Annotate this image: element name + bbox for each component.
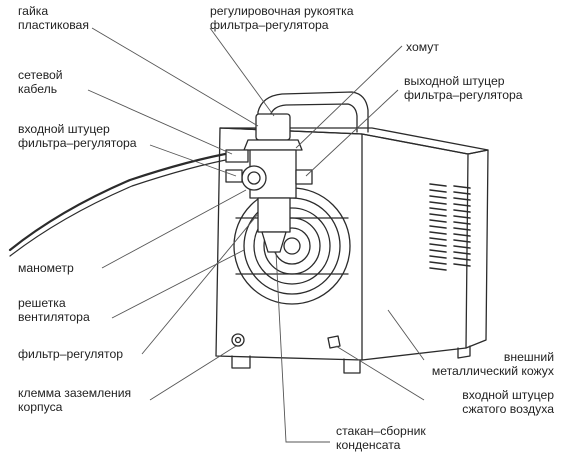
foot-right (343, 358, 361, 374)
leader-fan-grille (111, 249, 245, 319)
label-filter-regulator: фильтр–регулятор (18, 347, 124, 361)
filter-regulator-assembly (225, 113, 313, 253)
leader-output-fitting (305, 89, 399, 177)
power-cable-line (8, 150, 238, 252)
leader-outer-casing (387, 309, 425, 361)
leader-ground-terminal (149, 345, 237, 401)
leader-input-fitting (149, 144, 237, 177)
leader-filter-regulator (141, 213, 259, 355)
leader-clamp (295, 45, 403, 149)
side-panel (361, 133, 469, 361)
leader-manometer (101, 189, 247, 269)
label-clamp: хомут (406, 40, 439, 54)
leader-condensate-bowl (275, 251, 330, 443)
leader-adjusting-handle (209, 27, 275, 117)
leader-air-inlet (335, 345, 425, 401)
side-vents (429, 183, 471, 271)
ground-terminal-shape (231, 333, 245, 347)
air-inlet-shape (327, 335, 341, 349)
fan-grille (233, 187, 351, 305)
foot-left (231, 355, 251, 369)
leader-power-cable (87, 89, 233, 155)
leader-plastic-nut (91, 27, 259, 127)
label-manometer: манометр (18, 261, 74, 275)
carry-handle (257, 91, 369, 133)
